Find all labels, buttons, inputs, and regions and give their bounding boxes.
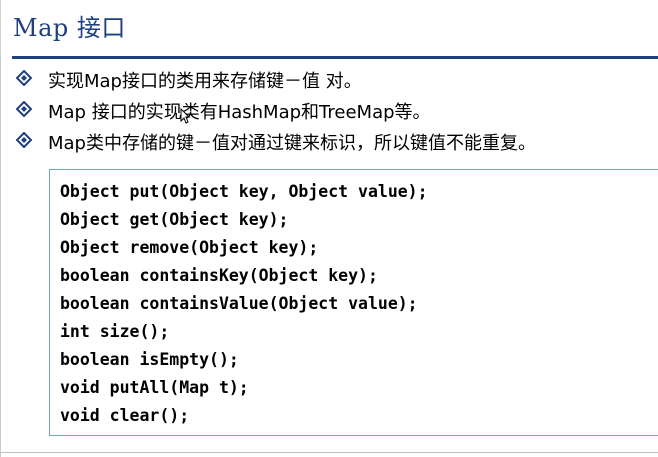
code-line: Object get(Object key);: [60, 210, 289, 229]
code-line: Object remove(Object key);: [60, 238, 319, 257]
code-line: boolean containsValue(Object value);: [60, 294, 418, 313]
code-line: boolean containsKey(Object key);: [60, 266, 378, 285]
code-line: Object put(Object key, Object value);: [60, 182, 428, 201]
bullet-text: Map 接口的实现类有HashMap和TreeMap等。: [48, 102, 431, 123]
bottom-border: [0, 452, 658, 453]
slide-title: Map 接口: [13, 14, 126, 42]
code-line: int size();: [60, 322, 170, 341]
bullet-list: 实现Map接口的类用来存储键－值 对。 Map 接口的实现类有HashMap和T…: [0, 64, 658, 157]
bullet-item: 实现Map接口的类用来存储键－值 对。: [0, 64, 658, 92]
mouse-pointer-icon: [180, 108, 190, 124]
left-border: [0, 0, 1, 457]
code-line: void clear();: [60, 406, 190, 425]
code-line: boolean isEmpty();: [60, 350, 239, 369]
code-block: Object put(Object key, Object value); Ob…: [49, 169, 658, 436]
bullet-item: Map类中存储的键－值对通过键来标识，所以键值不能重复。: [0, 126, 658, 154]
title-underline: [12, 56, 658, 59]
bullet-text: Map类中存储的键－值对通过键来标识，所以键值不能重复。: [48, 133, 536, 154]
diamond-bullet-icon: [16, 101, 32, 117]
bullet-item: Map 接口的实现类有HashMap和TreeMap等。: [0, 95, 658, 123]
title-bar: Map 接口: [0, 0, 658, 56]
code-line: void putAll(Map t);: [60, 378, 249, 397]
bullet-text: 实现Map接口的类用来存储键－值 对。: [48, 71, 362, 92]
diamond-bullet-icon: [16, 132, 32, 148]
diamond-bullet-icon: [16, 70, 32, 86]
